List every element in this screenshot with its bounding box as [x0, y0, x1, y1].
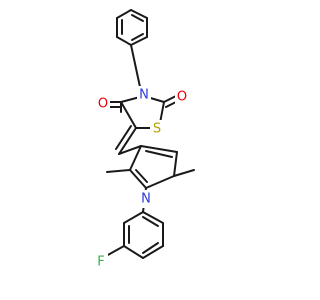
bond: [116, 36, 132, 46]
molecule-diagram: O N O S N F: [94, 9, 195, 271]
bond: [131, 14, 144, 22]
bond: [116, 9, 132, 19]
bond: [123, 211, 144, 224]
atom-s: S: [150, 120, 164, 138]
bond: [142, 245, 164, 259]
atom-n-pyrrole: N: [139, 190, 153, 208]
bond: [173, 151, 178, 177]
atom-f: F: [94, 253, 108, 271]
bond: [120, 101, 137, 129]
atom-o-carbonyl-left: O: [96, 95, 110, 113]
bond: [142, 211, 164, 224]
bond: [140, 145, 178, 153]
atom-label: F: [97, 255, 104, 270]
bond: [163, 95, 177, 103]
atom-n-ring: N: [137, 86, 151, 104]
bond: [173, 169, 195, 177]
bond: [105, 245, 125, 257]
bond: [142, 216, 159, 227]
bond: [130, 9, 148, 19]
bond: [118, 127, 137, 155]
atom-o-carbonyl-right: O: [175, 88, 189, 106]
pyrrole-ring: [129, 145, 178, 189]
bond: [130, 36, 148, 46]
bond: [129, 145, 142, 171]
bond: [145, 175, 175, 189]
atom-label: O: [177, 90, 187, 105]
bond: [123, 245, 144, 259]
atom-label: O: [98, 97, 108, 112]
bond: [131, 33, 144, 41]
bond: [135, 169, 148, 183]
atom-label: S: [153, 122, 161, 137]
thiazolidinedione-ring: [107, 95, 179, 129]
bond: [120, 96, 141, 103]
bond: [130, 44, 141, 88]
bond: [106, 169, 131, 173]
bond: [115, 125, 132, 150]
bond: [142, 242, 159, 254]
atom-label: N: [141, 192, 151, 207]
phenyl-ring-top: [116, 9, 148, 46]
bond: [129, 169, 147, 189]
atom-label: N: [139, 88, 149, 103]
fluorophenyl-ring: [123, 211, 164, 259]
bond: [145, 150, 173, 158]
bond: [159, 101, 165, 124]
bond: [118, 145, 142, 155]
molecule-structure: O N O S N F: [94, 9, 195, 271]
